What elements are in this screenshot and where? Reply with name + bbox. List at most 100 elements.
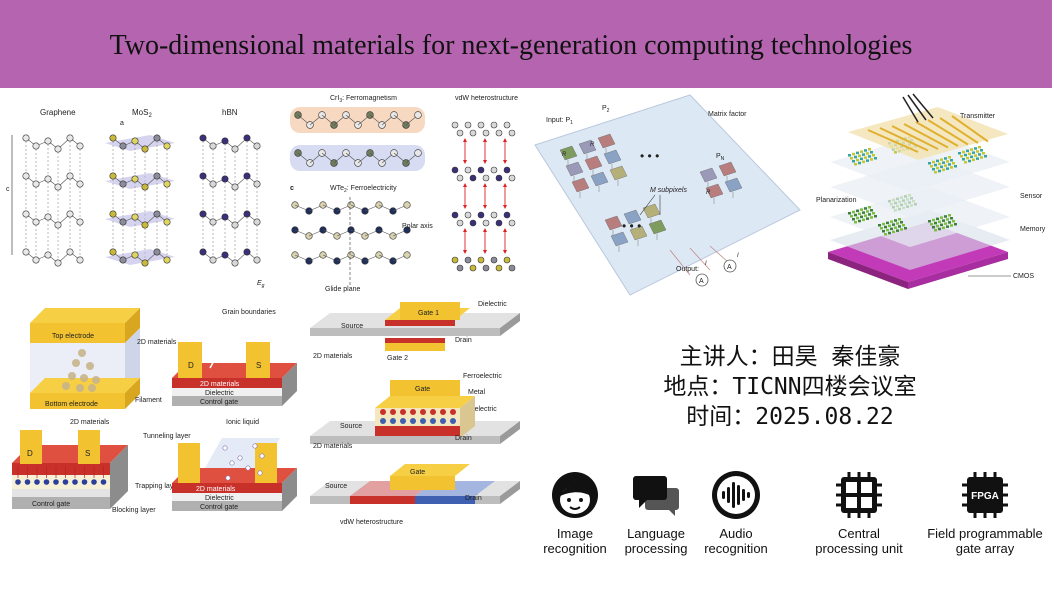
cri3-layer-bottom [290, 145, 425, 171]
eg-label: E [257, 280, 262, 287]
ellipsis-dots-2: • • • [622, 219, 641, 233]
svg-text:P2: P2 [602, 105, 610, 114]
wte2-label: WTe [330, 185, 344, 192]
gate-1-label: Gate 1 [418, 310, 439, 317]
r11-label: R [562, 152, 567, 158]
svg-text:Input: P1: Input: P1 [546, 117, 573, 126]
mos2-lattice [105, 134, 175, 267]
transmitter-label: Transmitter [960, 113, 996, 120]
ammeter-2-icon [723, 259, 737, 273]
source-contact-3 [255, 443, 277, 483]
cpu-chip-icon [836, 472, 882, 518]
r1m-label: R [706, 190, 711, 196]
transistors-svg: Dielectric Gate 1 Source Drain 2D materi… [310, 301, 520, 526]
trapping-layer [12, 475, 110, 489]
transistors-figure: Dielectric Gate 1 Source Drain 2D materi… [305, 298, 530, 530]
glide-plane-label: Glide plane [325, 286, 361, 293]
app-fpga: FPGA Field programmable gate array [922, 470, 1048, 556]
drain-label-c: Drain [465, 495, 482, 502]
ferroelectric-label: Ferroelectric [463, 373, 502, 380]
matrix-array-svg: Input: P1 P2 PN Matrix factor R R R M su… [534, 94, 801, 296]
sensor-layer [830, 132, 1010, 192]
svg-text:PN: PN [716, 153, 725, 162]
face-icon [552, 472, 598, 518]
stacked-chip-figure: Transmitter Sensor Planarization Memory … [808, 92, 1052, 292]
tunneling-layer-label: Tunneling layer [143, 433, 191, 440]
ions [222, 443, 265, 481]
transmitter-stripes [867, 93, 989, 153]
source-label-b: Source [340, 423, 362, 430]
svg-text:CrI3: Ferromagnetism: CrI3: Ferromagnetism [330, 95, 397, 104]
memory-layer [830, 187, 1010, 247]
bottom-electrode [30, 393, 125, 409]
speaker-line: 主讲人：田昊 秦佳豪 [679, 344, 901, 370]
control-gate-1 [172, 396, 282, 406]
gate-label-b: Gate [415, 386, 430, 393]
2d-materials-label-a: 2D materials [313, 353, 353, 360]
gate-1 [400, 302, 460, 320]
crystal-structures-figure: Graphene MoS2 hBN a c Eg CrI3: Ferromagn… [0, 95, 528, 295]
channel-b [310, 436, 500, 444]
cri3-layer-top [290, 107, 425, 133]
2d-materials-label-1: 2D materials [200, 381, 240, 388]
cri3-label: CrI [330, 95, 339, 102]
output-label: Output: [676, 266, 699, 273]
channel-a [310, 328, 500, 336]
p2-label: P [602, 105, 607, 112]
chat-bubbles-icon [633, 476, 679, 516]
drain-contact-3 [178, 443, 200, 483]
control-gate-label-1: Control gate [200, 399, 238, 406]
source-contact-2 [78, 430, 100, 464]
gate-b [390, 380, 460, 396]
source-label-c: Source [325, 483, 347, 490]
polar-axis-label: Polar axis [402, 223, 433, 230]
filament [62, 349, 100, 392]
memory-label: Memory [1020, 226, 1046, 233]
axis-c-label: c [6, 186, 10, 193]
mos2-label: MoS [132, 108, 148, 117]
app-language-processing: Language processing [620, 470, 692, 556]
ferroelectric-dipoles [380, 409, 456, 424]
d-label-2: D [27, 449, 33, 458]
app-audio-recognition: Audio recognition [700, 470, 772, 556]
vdw-heterostructure-label-b: vdW heterostructure [340, 519, 403, 526]
hbn-lattice [199, 134, 261, 267]
dielectric-label-a: Dielectric [478, 301, 507, 308]
metal-label: Metal [468, 389, 486, 396]
control-gate-3 [172, 501, 282, 511]
seminar-info: 主讲人：田昊 秦佳豪 地点：TICNN四楼会议室 时间：2025.08.22 [640, 342, 940, 432]
memristor-2d-materials-label: 2D materials [137, 339, 177, 346]
svg-text:MoS2: MoS2 [132, 108, 152, 119]
location-line: 地点：TICNN四楼会议室 [663, 374, 917, 400]
pn-label: P [716, 153, 721, 160]
matrix-factor-label: Matrix factor [708, 111, 747, 118]
panel-c-letter: c [290, 185, 294, 192]
source-contact-1 [246, 342, 270, 378]
source-label-a: Source [341, 323, 363, 330]
control-gate-2 [12, 497, 110, 509]
ammeter-1-icon [695, 273, 709, 287]
m-subpixels-label: M subpixels [650, 187, 687, 194]
blocking-layer-label: Blocking layer [112, 507, 156, 514]
svg-text:Eg: Eg [257, 280, 265, 289]
gate-c [390, 476, 455, 490]
top-electrode [30, 323, 125, 343]
control-gate-label-3: Control gate [200, 504, 238, 511]
top-electrode-label: Top electrode [52, 333, 94, 340]
time-line: 时间：2025.08.22 [686, 404, 894, 430]
input-label: Input: P [546, 117, 570, 124]
hbn-label: hBN [222, 108, 238, 117]
sensor-label: Sensor [1020, 193, 1043, 200]
drain-contact-2 [20, 430, 42, 464]
app-image-recognition: Image recognition [540, 470, 610, 556]
2d-materials-label-b: 2D materials [313, 443, 353, 450]
r12-label: R [590, 142, 595, 148]
matrix-subpixels [559, 133, 743, 276]
fpga-chip-icon: FPGA [962, 472, 1008, 518]
flash-2d-materials-label: 2D materials [70, 419, 110, 426]
graphene-lattice [22, 134, 84, 267]
svg-text:A: A [699, 278, 704, 285]
s-label-2: S [85, 449, 90, 458]
memory-devices-figure: Top electrode Bottom electrode 2D materi… [0, 298, 305, 528]
blocking-layer [12, 489, 110, 497]
